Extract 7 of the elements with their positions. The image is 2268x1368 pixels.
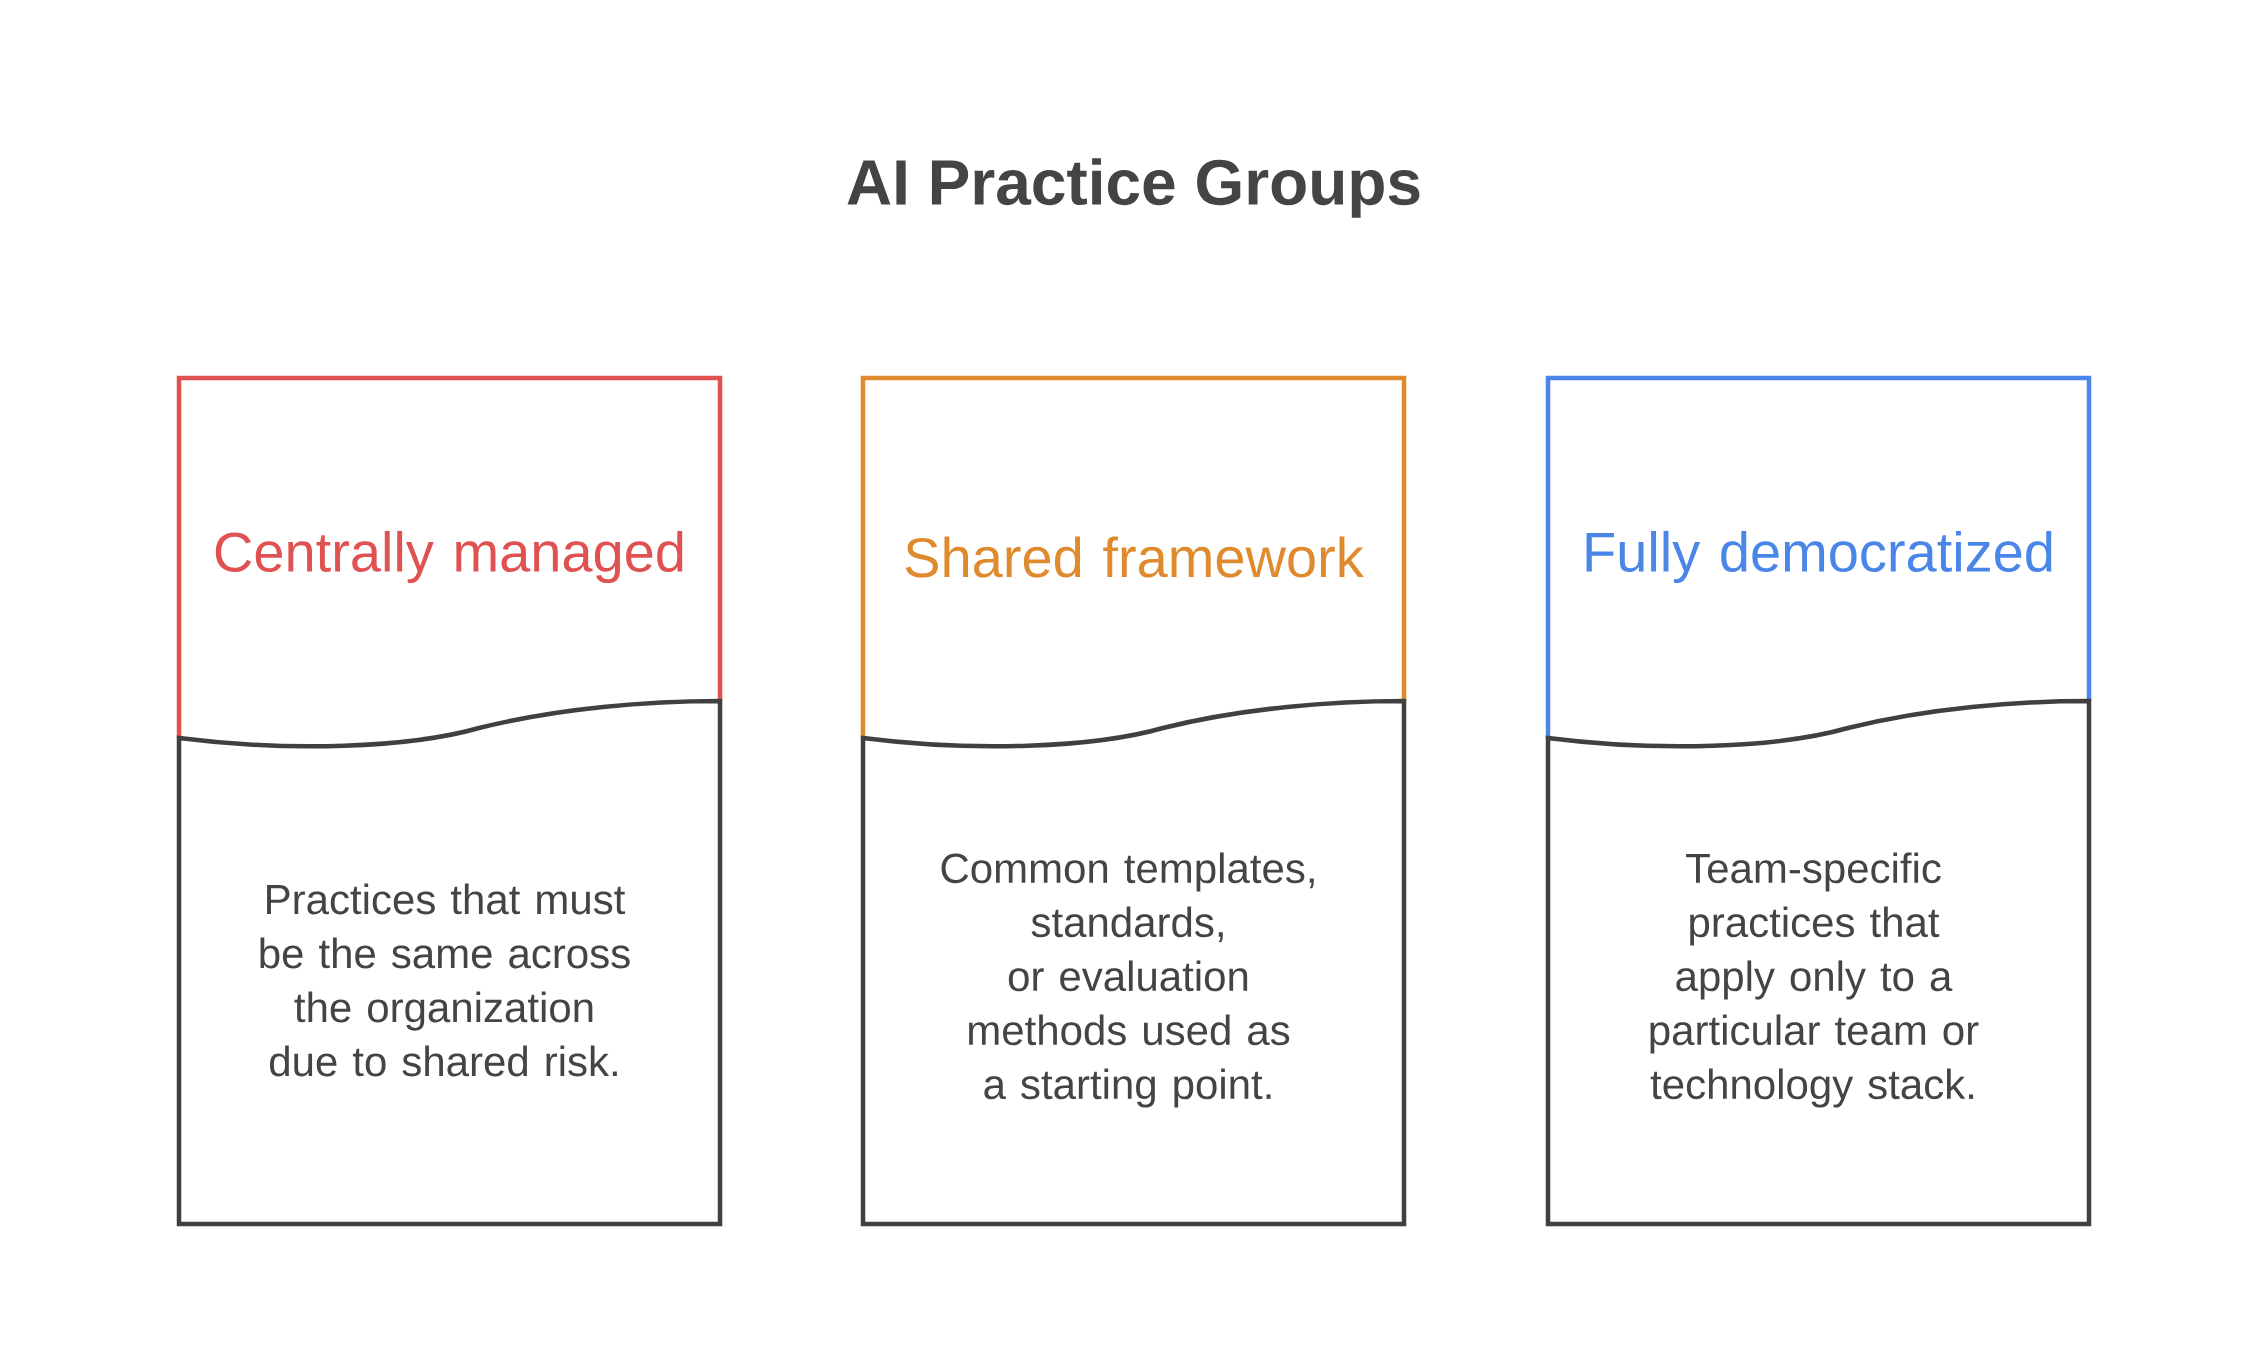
card-body: Common templates, standards, or evaluation methods used as a starting point. [941,852,1314,1108]
card-body: Team-specific practices that apply only to a particular team or technology stack. [1650,852,1979,1108]
card-body: Practices that must be the same across the organization due to shared risk. [260,883,630,1077]
card-heading: Shared framework [905,536,1364,578]
card-heading: Centrally managed [215,530,683,584]
title: AI Practice Groups [847,158,1420,218]
card-heading: Fully democratized [1586,530,2052,584]
